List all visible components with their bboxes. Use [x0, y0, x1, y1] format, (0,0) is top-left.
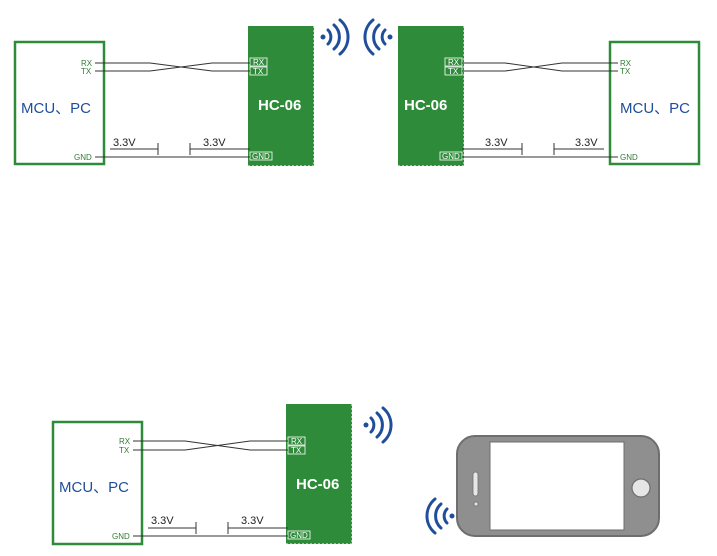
hc06-module [286, 404, 352, 544]
voltage-label-mcu: 3.3V [113, 137, 136, 149]
diagram-2: RX TX GND HC-06 MCU、PC RX TX GND 3.3V 3.… [363, 18, 701, 167]
module-gnd-pad [249, 151, 273, 161]
module-tx-label: TX [448, 67, 459, 76]
mcu-box [608, 40, 701, 166]
mcu-gnd-label: GND [620, 153, 638, 162]
mcu-tx-label: TX [81, 67, 92, 76]
module-rx-pad [249, 57, 268, 67]
mcu-box [51, 420, 144, 546]
wireless-signal-icon [363, 406, 393, 444]
mcu-label: MCU、PC [59, 479, 129, 496]
module-name: HC-06 [258, 97, 301, 114]
module-tx-label: TX [253, 67, 264, 76]
wireless-signal-icon [363, 18, 393, 56]
module-name: HC-06 [404, 97, 447, 114]
voltage-label-mcu: 3.3V [151, 515, 174, 527]
module-rx-pad [444, 57, 463, 67]
voltage-label-module: 3.3V [203, 137, 226, 149]
mcu-label: MCU、PC [620, 100, 690, 117]
mcu-rx-label: RX [119, 437, 131, 446]
module-gnd-pad [439, 151, 463, 161]
power-wires [462, 143, 618, 158]
mcu-tx-label: TX [620, 67, 631, 76]
module-rx-label: RX [291, 437, 303, 446]
hc06-module [398, 26, 464, 166]
mcu-rx-label: RX [620, 59, 632, 68]
power-wires [95, 143, 250, 158]
mcu-gnd-label: GND [74, 153, 92, 162]
rx-tx-crossed-wires [133, 440, 288, 451]
module-gnd-label: GND [290, 531, 308, 540]
voltage-label-module: 3.3V [241, 515, 264, 527]
module-tx-label: TX [291, 446, 302, 455]
module-gnd-label: GND [252, 152, 270, 161]
hc06-module [248, 26, 314, 166]
module-gnd-label: GND [442, 152, 460, 161]
mcu-tx-label: TX [119, 446, 130, 455]
module-rx-label: RX [448, 58, 460, 67]
module-gnd-pad [287, 530, 311, 540]
mcu-rx-label: RX [81, 59, 93, 68]
diagram-3: MCU、PC RX TX GND RX TX GND HC-06 3.3V 3.… [51, 404, 660, 546]
power-wires [133, 522, 288, 537]
diagram-1: MCU、PC RX TX GND RX TX GND HC-06 3.3V 3.… [13, 18, 350, 167]
smartphone-icon [456, 435, 660, 537]
voltage-label-module: 3.3V [485, 137, 508, 149]
voltage-label-mcu: 3.3V [575, 137, 598, 149]
mcu-label: MCU、PC [21, 100, 91, 117]
rx-tx-crossed-wires [462, 62, 618, 72]
mcu-box [13, 40, 106, 166]
module-name: HC-06 [296, 476, 339, 493]
wireless-signal-icon [320, 18, 350, 56]
rx-tx-crossed-wires [95, 62, 250, 72]
wireless-signal-icon [425, 497, 455, 535]
module-rx-label: RX [253, 58, 265, 67]
mcu-gnd-label: GND [112, 532, 130, 541]
